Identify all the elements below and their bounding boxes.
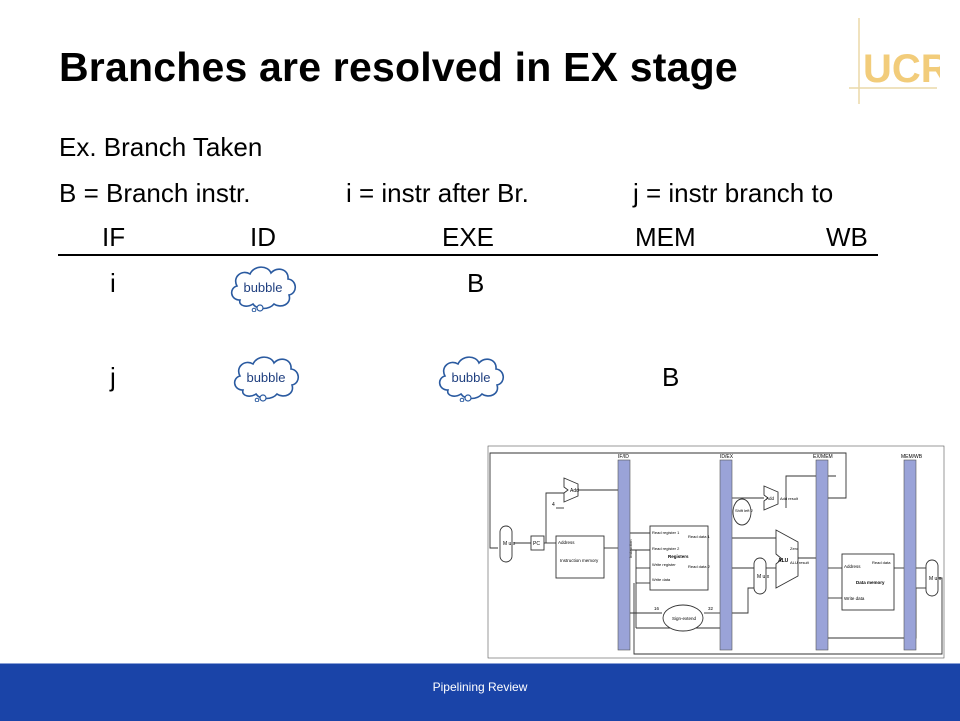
- alu: [775, 529, 799, 589]
- slide-title: Branches are resolved in EX stage: [59, 44, 738, 90]
- stage-if: IF: [102, 222, 126, 252]
- svg-text:PC: PC: [533, 541, 540, 547]
- instruction-memory: [555, 535, 605, 579]
- label-ifid: IF/ID: [618, 454, 629, 460]
- svg-text:Write register: Write register: [652, 562, 676, 567]
- stage-wb: WB: [826, 222, 868, 252]
- mux-ex: [753, 557, 767, 595]
- stage-id: ID: [250, 222, 276, 252]
- mux-wb: [925, 559, 939, 597]
- shift-left-2: [732, 498, 752, 526]
- svg-text:Read register 2: Read register 2: [652, 546, 680, 551]
- svg-text:32: 32: [708, 606, 714, 611]
- svg-text:4: 4: [552, 502, 555, 508]
- svg-text:Instruction memory: Instruction memory: [560, 558, 599, 563]
- sign-extend: [662, 604, 704, 632]
- svg-text:Read data: Read data: [872, 560, 891, 565]
- pipeline-register-memwb: [903, 459, 917, 651]
- bubble-cloud-icon: bubble: [438, 356, 505, 402]
- svg-text:Read register 1: Read register 1: [652, 530, 680, 535]
- svg-text:Sign-extend: Sign-extend: [672, 616, 697, 621]
- stage-mem: MEM: [635, 222, 696, 252]
- pipeline-datapath-diagram: IF/ID ID/EX EX/MEM MEM/WB M u x PC Add 4…: [487, 445, 945, 659]
- svg-text:Write data: Write data: [652, 577, 671, 582]
- adder-pc: [563, 477, 579, 503]
- bubble-cloud-icon: bubble: [230, 266, 297, 312]
- stage-exe: EXE: [442, 222, 495, 252]
- svg-text:16: 16: [654, 606, 660, 611]
- example-label: Ex. Branch Taken: [59, 132, 263, 162]
- svg-text:Add: Add: [570, 488, 579, 494]
- stage-header-row: IF ID EXE MEM WB: [58, 222, 878, 256]
- footer-bar: Pipelining Review: [0, 663, 960, 721]
- svg-text:Address: Address: [558, 540, 575, 545]
- svg-text:Add: Add: [766, 496, 775, 501]
- pipeline-register-idex: [719, 459, 733, 651]
- svg-text:M u x: M u x: [929, 576, 942, 582]
- svg-text:Write data: Write data: [844, 596, 865, 601]
- legend-branch-target: j = instr branch to: [633, 178, 834, 208]
- pipeline-register-ifid: [617, 459, 631, 651]
- legend-instr-after: i = instr after Br.: [346, 178, 529, 208]
- data-memory: [841, 553, 895, 611]
- svg-text:Registers: Registers: [668, 554, 689, 559]
- svg-text:Instruction: Instruction: [628, 540, 633, 558]
- svg-text:Read data 2: Read data 2: [688, 564, 711, 569]
- row1-exe: B: [467, 268, 485, 298]
- register-file: [649, 525, 709, 591]
- svg-text:Add result: Add result: [780, 496, 799, 501]
- pipeline-register-exmem: [815, 459, 829, 651]
- svg-text:ALU result: ALU result: [790, 560, 810, 565]
- label-idex: ID/EX: [720, 454, 734, 460]
- svg-text:Read data 1: Read data 1: [688, 534, 711, 539]
- row1-id-text: bubble: [243, 280, 282, 295]
- footer-text: Pipelining Review: [432, 680, 528, 694]
- svg-text:M u x: M u x: [503, 541, 516, 547]
- legend-branch: B = Branch instr.: [59, 178, 251, 208]
- row2-if: j: [110, 362, 116, 392]
- row2-id-text: bubble: [246, 370, 285, 385]
- svg-text:UCR: UCR: [863, 47, 940, 91]
- svg-text:Shift left 2: Shift left 2: [735, 508, 754, 513]
- mux-if: [499, 525, 513, 563]
- row1-if: i: [110, 268, 116, 298]
- svg-text:ALU: ALU: [778, 558, 789, 564]
- row2-mem: B: [662, 362, 680, 392]
- svg-text:Address: Address: [844, 564, 861, 569]
- label-exmem: EX/MEM: [813, 454, 833, 460]
- bubble-cloud-icon: bubble: [233, 356, 300, 402]
- pc-register: [530, 535, 545, 551]
- svg-text:Data memory: Data memory: [856, 580, 885, 585]
- ucr-logo: UCR: [849, 18, 940, 104]
- row2-exe-text: bubble: [451, 370, 490, 385]
- adder-branch: [763, 485, 779, 511]
- svg-text:Zero: Zero: [790, 546, 799, 551]
- svg-text:M u x: M u x: [757, 574, 770, 580]
- label-memwb: MEM/WB: [901, 454, 923, 460]
